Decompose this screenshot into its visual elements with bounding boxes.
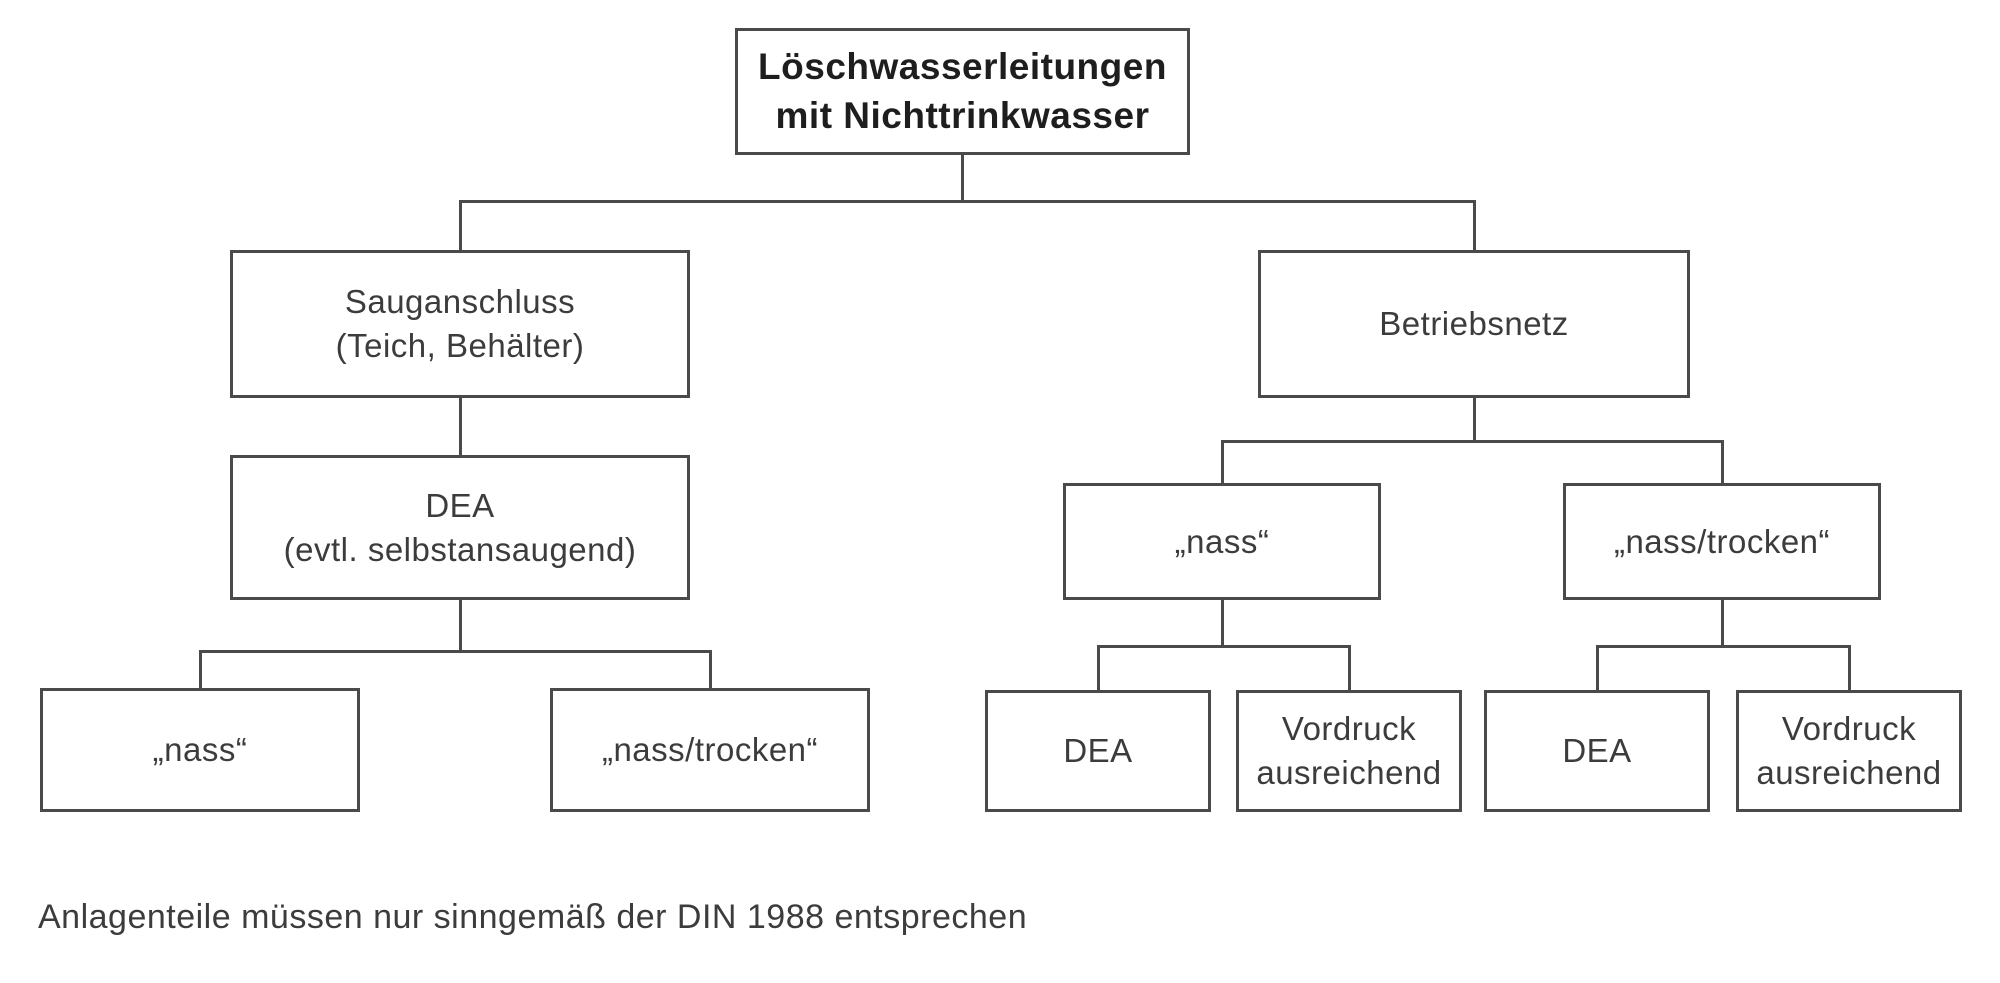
connector-betriebsnetz-stem (1473, 396, 1476, 442)
node-dea-nass: DEA (985, 690, 1211, 812)
node-betriebsnetz: Betriebsnetz (1258, 250, 1690, 398)
connector-nass-right-stem (1221, 598, 1224, 647)
connector-left-bar (199, 650, 712, 653)
node-dea-left: DEA (evtl. selbstansaugend) (230, 455, 690, 600)
connector-nass-trocken-right-stem (1721, 598, 1724, 647)
node-sauganschluss-label: Sauganschluss (Teich, Behälter) (335, 283, 585, 364)
node-nass-trocken-right: „nass/trocken“ (1563, 483, 1881, 600)
footnote: Anlagenteile müssen nur sinngemäß der DI… (38, 898, 1028, 936)
connector-level1-bar (459, 200, 1476, 203)
node-nass-left: „nass“ (40, 688, 360, 812)
node-dea-trocken-label: DEA (1562, 732, 1632, 770)
node-nass-trocken-left: „nass/trocken“ (550, 688, 870, 812)
connector-drop-sauganschluss (459, 200, 462, 252)
node-nass-trocken-right-label: „nass/trocken“ (1613, 522, 1831, 560)
node-vordruck-nass-label: Vordruck ausreichend (1256, 710, 1442, 791)
node-betriebsnetz-label: Betriebsnetz (1379, 305, 1569, 343)
node-vordruck-trocken-label: Vordruck ausreichend (1756, 710, 1942, 791)
connector-drop-nass-trocken-left (709, 650, 712, 690)
connector-drop-nass-right (1221, 440, 1224, 485)
connector-drop-nass-left (199, 650, 202, 690)
connector-root-stem (961, 155, 964, 202)
connector-right-bar (1221, 440, 1724, 443)
node-nass-left-label: „nass“ (152, 731, 248, 769)
node-dea-left-label: DEA (evtl. selbstansaugend) (283, 486, 637, 568)
connector-nass-right-bar (1097, 645, 1351, 648)
connector-drop-dea-trocken (1596, 645, 1599, 692)
connector-drop-betriebsnetz (1473, 200, 1476, 252)
node-root-label: Löschwasserleitungen mit Nichttrinkwasse… (758, 46, 1167, 136)
node-vordruck-trocken: Vordruck ausreichend (1736, 690, 1962, 812)
node-vordruck-nass: Vordruck ausreichend (1236, 690, 1462, 812)
node-nass-right: „nass“ (1063, 483, 1381, 600)
connector-drop-vordruck-nass (1348, 645, 1351, 692)
node-nass-trocken-left-label: „nass/trocken“ (601, 731, 819, 769)
node-sauganschluss: Sauganschluss (Teich, Behälter) (230, 250, 690, 398)
node-nass-right-label: „nass“ (1174, 522, 1270, 560)
connector-dea-left-stem (459, 598, 462, 652)
connector-drop-dea-nass (1097, 645, 1100, 692)
node-dea-nass-label: DEA (1063, 732, 1133, 770)
connector-sauganschluss-dea (459, 396, 462, 457)
connector-drop-vordruck-trocken (1848, 645, 1851, 692)
connector-nass-trocken-right-bar (1596, 645, 1851, 648)
node-dea-trocken: DEA (1484, 690, 1710, 812)
connector-drop-nass-trocken-right (1721, 440, 1724, 485)
node-root: Löschwasserleitungen mit Nichttrinkwasse… (735, 28, 1190, 155)
